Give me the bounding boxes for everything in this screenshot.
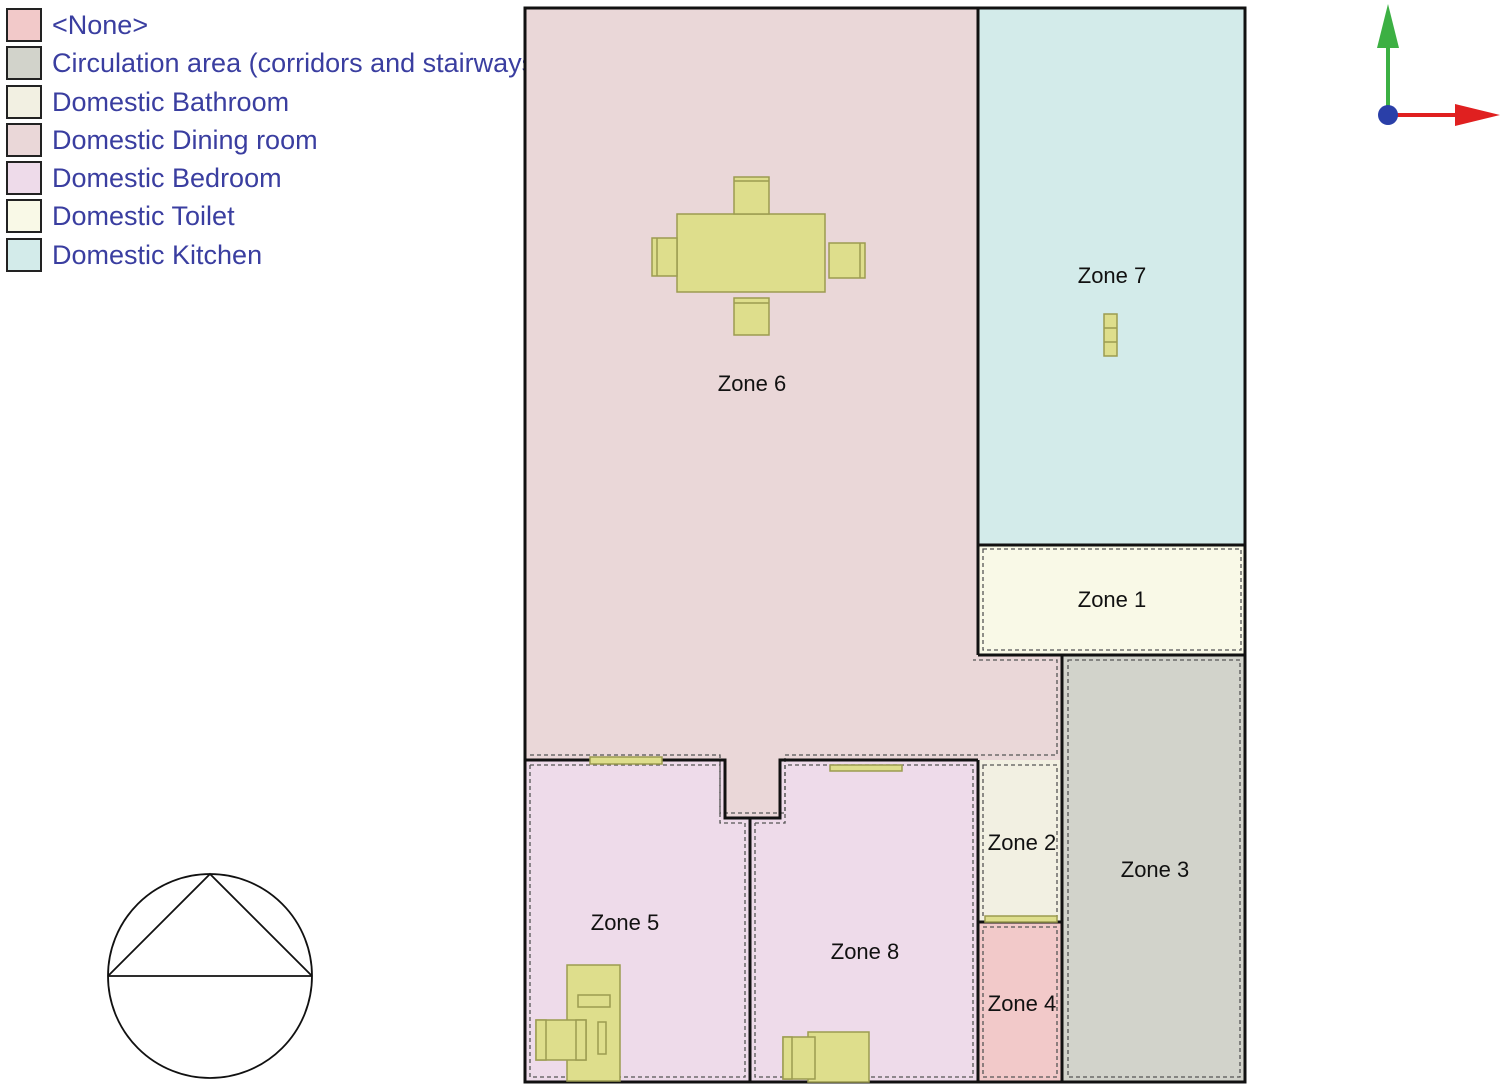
zone-8-label: Zone 8: [831, 939, 900, 964]
legend-swatch-bedroom: [6, 161, 42, 196]
zone-3-label: Zone 3: [1121, 857, 1190, 882]
dining-table: [676, 213, 826, 293]
desk-drawer: [577, 994, 611, 1008]
kitchen-fixture: [1103, 313, 1118, 357]
north-compass-icon: [107, 872, 313, 1079]
armchair-seat: [807, 1031, 870, 1083]
armchair-zone-8: [782, 1031, 870, 1083]
axis-gizmo: [1377, 4, 1500, 126]
zone-7-label: Zone 7: [1078, 263, 1147, 288]
wall-bedrooms-top: [525, 758, 978, 820]
zone-4-outline: [982, 926, 1058, 1078]
axis-origin-dot: [1378, 105, 1398, 125]
zone-5-label: Zone 5: [591, 910, 660, 935]
zone-3-circulation[interactable]: [1062, 655, 1245, 1082]
chair-right: [828, 242, 866, 279]
legend-swatch-circulation: [6, 46, 42, 81]
compass-triangle: [107, 872, 313, 977]
desk-item: [597, 1021, 607, 1055]
zone-6-label: Zone 6: [718, 371, 787, 396]
zone-2-label: Zone 2: [988, 830, 1057, 855]
zone-1-label: Zone 1: [1078, 587, 1147, 612]
zone-4-none[interactable]: [978, 922, 1062, 1082]
legend-swatch-bathroom: [6, 84, 42, 119]
zone-6-outline: [530, 659, 1058, 814]
zone-3-outline: [1067, 659, 1241, 1078]
doors: [589, 756, 1058, 923]
legend-swatch-kitchen: [6, 237, 42, 272]
zone-1-outline: [982, 548, 1242, 651]
desk-chair-arm-left: [535, 1019, 547, 1061]
legend-swatch-toilet: [6, 199, 42, 234]
zone-8-outline: [754, 764, 974, 1078]
legend-swatch-none: [6, 8, 42, 42]
zone-7-kitchen[interactable]: [978, 8, 1245, 545]
legend-label-toilet: Domestic Toilet: [52, 201, 235, 232]
legend-label-dining-room: Domestic Dining room: [52, 124, 318, 155]
legend-label-bathroom: Domestic Bathroom: [52, 86, 290, 117]
dining-table-set: [651, 176, 866, 336]
zone-1-toilet[interactable]: [978, 545, 1245, 655]
legend-label-none: <None>: [52, 10, 149, 40]
armchair-arm: [782, 1036, 793, 1080]
chair-top: [733, 176, 770, 215]
chair-bottom: [733, 297, 770, 336]
zone-6-dining-room[interactable]: [525, 8, 1062, 818]
zone-2-bathroom[interactable]: [978, 760, 1062, 922]
door-zone-8[interactable]: [829, 764, 903, 772]
legend-swatch-dining-room: [6, 122, 42, 157]
zone-8-bedroom[interactable]: [750, 760, 978, 1082]
legend-label-kitchen: Domestic Kitchen: [52, 239, 263, 270]
door-zone-5[interactable]: [589, 756, 663, 765]
desk-set-zone-5: [535, 964, 621, 1082]
desk-chair-arm-right: [575, 1019, 587, 1061]
chair-left: [651, 237, 678, 277]
zone-dashed-outlines: [529, 548, 1242, 1078]
legend-label-bedroom: Domestic Bedroom: [52, 163, 282, 194]
legend-label-circulation: Circulation area (corridors and stairway…: [52, 48, 545, 79]
axis-x-arrow-icon: [1455, 104, 1500, 126]
axis-y-arrow-icon: [1377, 4, 1399, 48]
door-zone-2[interactable]: [984, 915, 1058, 923]
zone-4-label: Zone 4: [988, 991, 1057, 1016]
kitchen-fixture-body: [1103, 313, 1118, 357]
